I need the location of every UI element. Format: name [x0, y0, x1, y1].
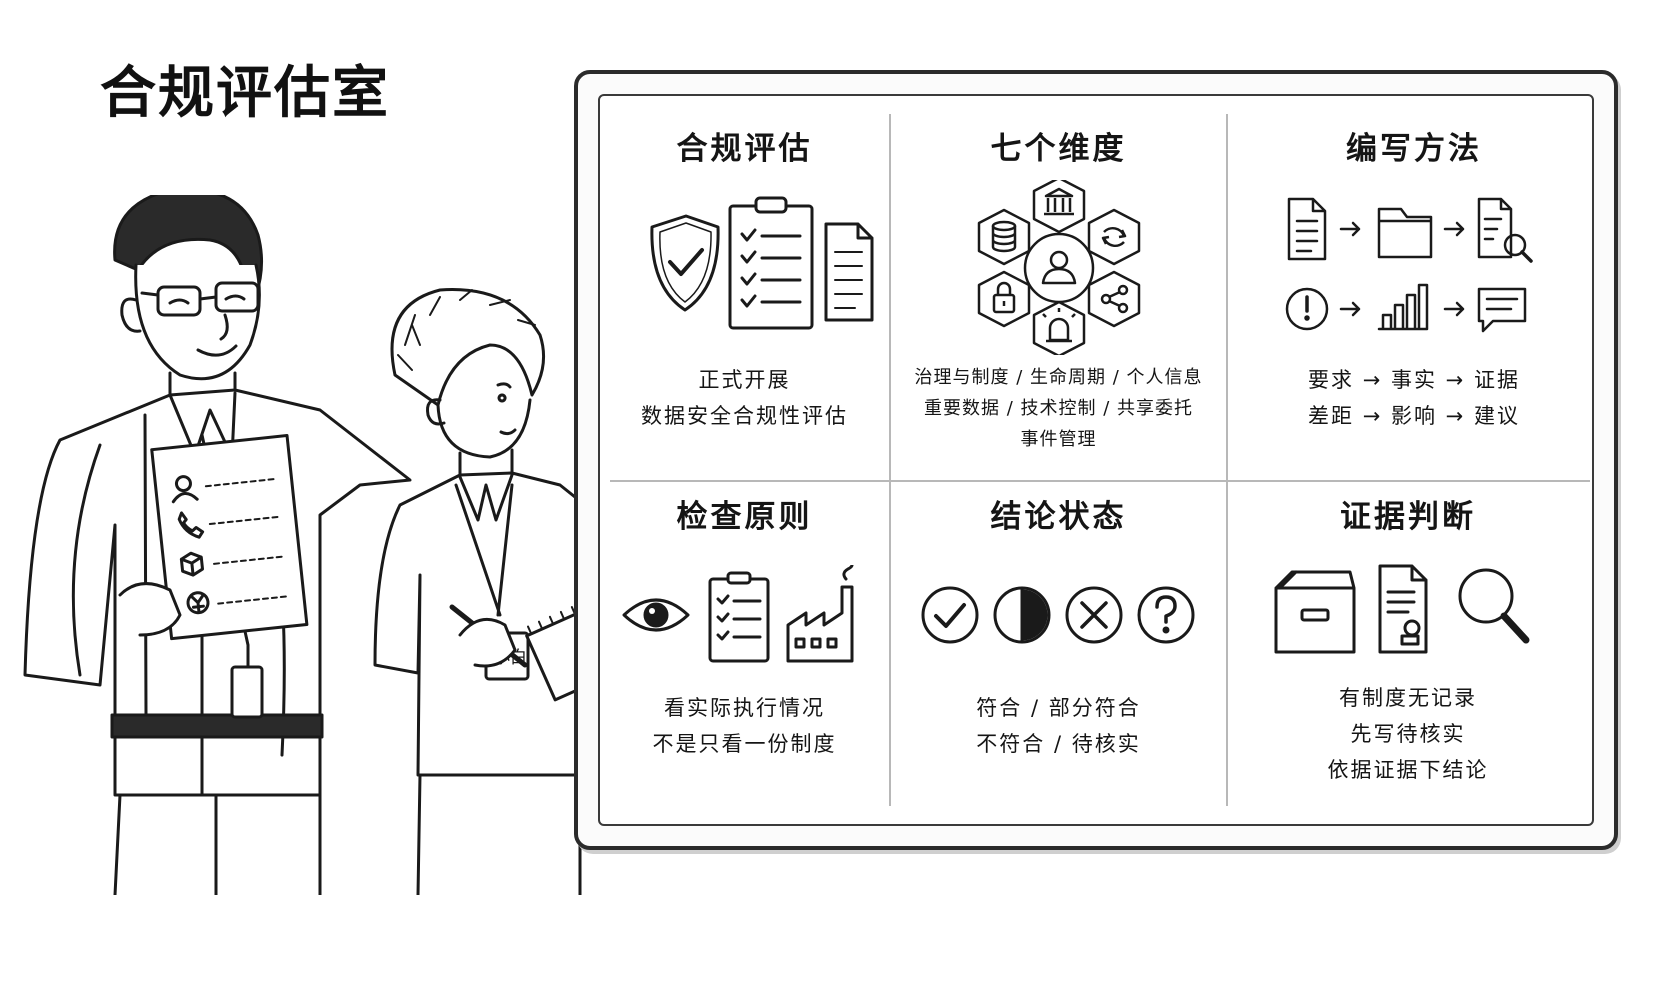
- clipboard-checklist-icon: [708, 571, 769, 663]
- panel-inspection-principles: 检查原则 看实际执行情况 不是只看一份制度: [600, 494, 889, 762]
- x-circle-icon: [1065, 586, 1122, 644]
- panel-description: 符合 / 部分符合 不符合 / 待核实: [976, 696, 1141, 756]
- lock-icon: [992, 281, 1015, 313]
- refresh-icon: [1101, 226, 1126, 247]
- panel-seven-dimensions: 七个维度: [891, 126, 1226, 455]
- panel-title: 结论状态: [990, 499, 1127, 535]
- eye-icon: [622, 598, 689, 632]
- document-icon: [824, 222, 873, 322]
- panel-description: 有制度无记录 先写待核实 依据证据下结论: [1327, 686, 1489, 782]
- whiteboard: 合规评估 正式开展 数据安全合规性评估 七个维度: [574, 70, 1618, 850]
- question-circle-icon: [1137, 586, 1194, 644]
- horizontal-divider: [610, 480, 1590, 482]
- student-figure: 小白: [373, 288, 644, 895]
- panel-title: 合规评估: [676, 131, 813, 167]
- shield-check-icon: [649, 214, 720, 312]
- database-icon: [991, 220, 1016, 252]
- panel-icons: [891, 540, 1226, 690]
- panel-description: 看实际执行情况 不是只看一份制度: [652, 696, 837, 756]
- bank-icon: [1043, 187, 1074, 215]
- document-icon: [1287, 197, 1327, 261]
- panel-evidence-judgment: 证据判断 有制度无记录 先写待核实 依据证据下结论: [1228, 494, 1588, 788]
- box-icon: [179, 551, 205, 577]
- panel-title: 七个维度: [990, 131, 1127, 167]
- panel-icons: [1228, 540, 1588, 680]
- alarm-icon: [1041, 307, 1076, 342]
- arrow-icon: [1443, 301, 1465, 317]
- phone-icon: [177, 511, 205, 539]
- panel-title: 编写方法: [1346, 131, 1482, 167]
- arrow-icon: [1339, 221, 1361, 237]
- folder-icon: [1377, 207, 1433, 259]
- archive-box-icon: [1274, 570, 1356, 654]
- factory-icon: [786, 565, 853, 663]
- panel-description: 要求 → 事实 → 证据 差距 → 影响 → 建议: [1308, 368, 1520, 428]
- panel-icons: [1228, 172, 1600, 362]
- consultant-and-student-illustration: 小白: [23, 195, 644, 895]
- panel-description: 治理与制度 / 生命周期 / 个人信息 重要数据 / 技术控制 / 共享委托 事…: [914, 367, 1203, 450]
- panel-writing-method: 编写方法 要求 → 事实 → 证据 差距 → 影响 → 建议: [1228, 126, 1600, 434]
- panel-icons: [600, 540, 889, 690]
- user-icon: [171, 475, 199, 504]
- user-icon: [1041, 250, 1076, 284]
- share-icon: [1100, 284, 1128, 313]
- panel-title: 证据判断: [1340, 499, 1476, 535]
- vertical-divider: [889, 114, 891, 806]
- panel-conclusion-status: 结论状态 符合 / 部分符合 不符合 / 待核实: [891, 494, 1226, 762]
- panel-icons: [600, 172, 889, 362]
- clipboard-checklist-icon: [728, 196, 813, 330]
- panel-icons: [891, 172, 1226, 362]
- document-search-icon: [1477, 197, 1533, 263]
- whiteboard-surface: 合规评估 正式开展 数据安全合规性评估 七个维度: [598, 94, 1594, 826]
- panel-compliance-assessment: 合规评估 正式开展 数据安全合规性评估: [600, 126, 889, 434]
- panel-title: 检查原则: [676, 499, 813, 535]
- page-title: 合规评估室: [100, 60, 390, 126]
- personal-info-form: [150, 434, 309, 641]
- vertical-divider: [1226, 114, 1228, 806]
- yen-icon: [186, 591, 210, 615]
- half-circle-icon: [993, 586, 1050, 644]
- panel-description: 正式开展 数据安全合规性评估: [641, 368, 848, 428]
- arrow-icon: [1339, 301, 1361, 317]
- bar-chart-icon: [1377, 283, 1429, 331]
- magnifier-icon: [1458, 568, 1530, 644]
- arrow-icon: [1443, 221, 1465, 237]
- senior-consultant-figure: [23, 195, 412, 895]
- check-circle-icon: [921, 586, 978, 644]
- stamped-document-icon: [1378, 564, 1428, 654]
- comment-icon: [1477, 287, 1527, 333]
- alert-icon: [1285, 287, 1329, 331]
